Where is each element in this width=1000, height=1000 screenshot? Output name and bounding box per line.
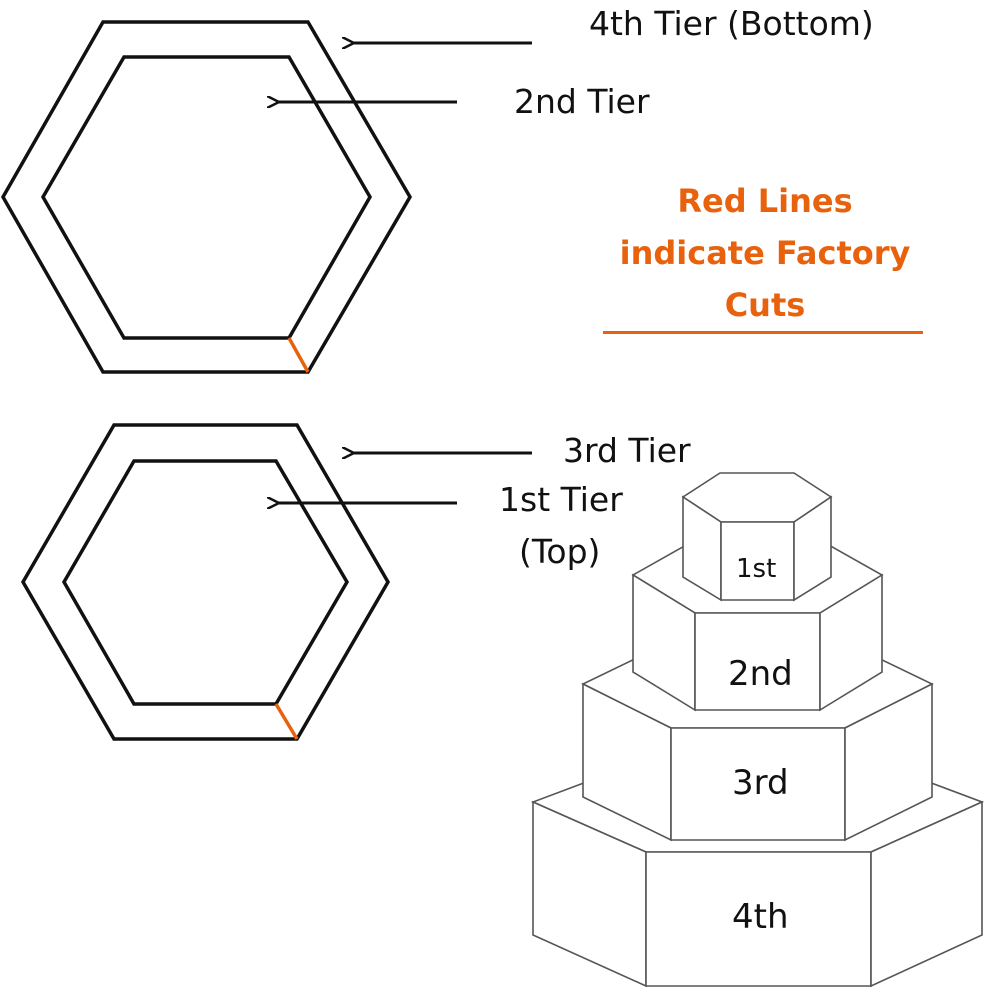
hexagon-4th-tier: [0, 20, 413, 374]
factory-cuts-note: Red Lines indicate Factory Cuts: [600, 175, 930, 331]
note-underline: [603, 331, 923, 334]
label-3rd-tier: 3rd Tier: [563, 431, 691, 470]
factory-cut-top: [287, 337, 310, 373]
cake-3rd-right-face: [844, 682, 933, 842]
cake-label-1st: 1st: [736, 554, 777, 584]
note-line-3: Cuts: [724, 286, 806, 324]
cake-label-4th: 4th: [732, 897, 789, 937]
label-1st-tier-top: (Top): [519, 532, 601, 571]
cake-1st-right-face: [793, 495, 832, 602]
cake-4th-right-face: [870, 800, 983, 988]
cake-label-2nd: 2nd: [728, 654, 793, 694]
note-line-2: indicate Factory: [619, 234, 911, 272]
note-line-1: Red Lines: [677, 182, 853, 220]
cake-2nd-right-face: [819, 573, 883, 712]
cake-label-3rd: 3rd: [732, 763, 789, 803]
label-2nd-tier: 2nd Tier: [514, 82, 650, 121]
hexagon-1st-tier: [61, 459, 350, 706]
factory-cut-bottom: [274, 703, 299, 740]
hexagon-2nd-tier: [40, 55, 373, 340]
label-4th-tier: 4th Tier (Bottom): [589, 4, 874, 43]
label-1st-tier: 1st Tier: [499, 480, 623, 519]
hexagon-3rd-tier: [20, 423, 391, 741]
stacked-cake-illustration: [530, 472, 985, 988]
